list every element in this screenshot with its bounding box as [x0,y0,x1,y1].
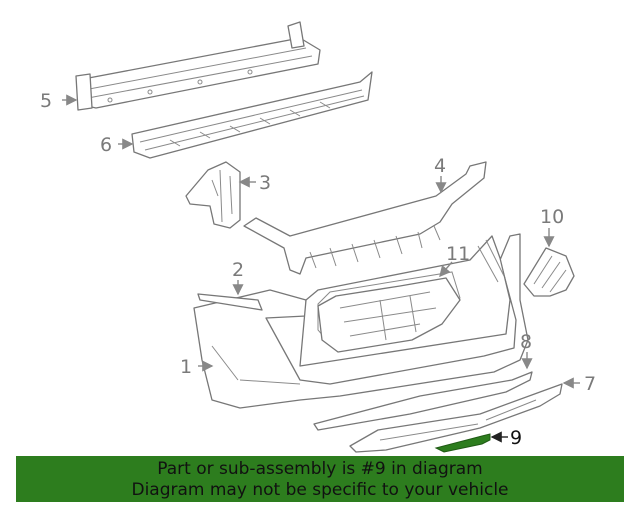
callout-3: 3 [259,172,271,194]
callout-6: 6 [100,134,112,156]
part-7-skid-plate [349,383,563,453]
part-11-floor-panel [317,277,461,353]
part-10-side-bracket [523,247,575,297]
callout-4: 4 [434,155,446,177]
banner-line-1: Part or sub-assembly is #9 in diagram [157,459,483,479]
callout-10: 10 [540,206,564,228]
callout-9: 9 [510,427,522,449]
part-3-bracket [185,161,241,229]
part-8-lower-trim [313,371,533,431]
banner-line-2: Diagram may not be specific to your vehi… [131,480,509,500]
callout-5: 5 [40,90,52,112]
callout-8: 8 [520,331,532,353]
callout-1: 1 [180,356,192,378]
part-9-reflector-highlighted [434,433,491,453]
info-banner: Part or sub-assembly is #9 in diagram Di… [16,456,624,502]
part-5-reinforcement-bar [75,21,321,111]
part-2-molding [197,293,263,311]
leader-11 [439,261,453,278]
part-4-upper-support [243,161,487,275]
callout-11: 11 [446,243,470,265]
part-6-energy-absorber [131,71,373,159]
callout-2: 2 [232,259,244,281]
parts-diagram: 5 6 3 4 10 11 2 1 8 7 9 [40,21,596,453]
callout-7: 7 [584,373,596,395]
